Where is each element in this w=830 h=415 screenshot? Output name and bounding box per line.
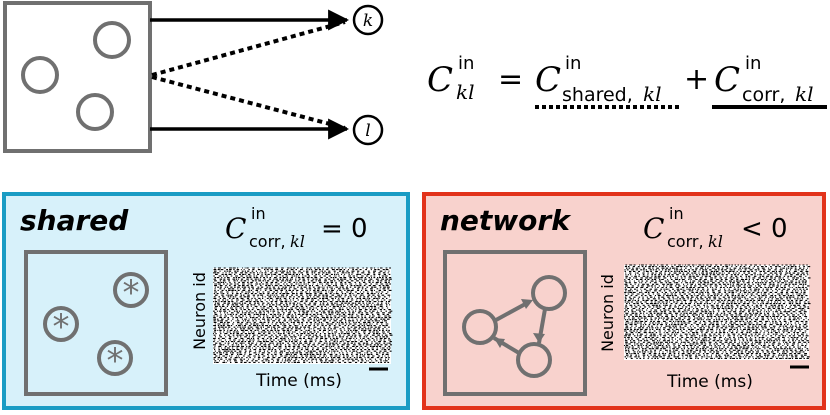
source-neuron: [21, 56, 59, 94]
network-eq-sub-kl: kl: [708, 232, 723, 251]
equals-sign: =: [498, 62, 523, 97]
lhs-sub: kl: [456, 80, 475, 104]
shared-input-neuron: *: [113, 272, 149, 313]
shared-term-sup: in: [565, 53, 581, 74]
shared-raster-ylabel: Neuron id: [190, 272, 209, 350]
shared-term-sub: shared,: [562, 84, 633, 106]
dotted-link-to-k: [151, 20, 346, 77]
shared-input-neuron: *: [97, 340, 133, 381]
shared-raster-xlabel: Time (ms): [255, 371, 342, 391]
target-neuron-l: l: [352, 114, 384, 146]
target-l-label: l: [365, 121, 370, 141]
network-arrowhead: [521, 299, 533, 309]
target-k-label: k: [363, 11, 373, 31]
shared-input-box: * * *: [24, 250, 168, 396]
network-eq-sup: in: [669, 204, 684, 223]
asterisk-icon: *: [107, 341, 124, 381]
input-source-box: [3, 1, 152, 153]
lhs-C: C: [427, 60, 453, 100]
source-neuron: [93, 21, 131, 59]
network-neuron: [516, 342, 552, 378]
network-panel: network C in corr, kl < 0 Neuron id Time…: [422, 192, 826, 410]
shared-eq-sub-kl: kl: [290, 232, 305, 251]
corr-term-sup: in: [745, 53, 761, 74]
network-raster-ylabel: Neuron id: [598, 274, 617, 352]
raster-spikes: [213, 267, 393, 363]
network-eq-C: C: [643, 212, 664, 245]
source-neuron: [76, 93, 114, 131]
network-edge: [495, 300, 530, 322]
corr-term-sub: corr,: [742, 84, 785, 106]
shared-eq-C: C: [225, 212, 246, 245]
asterisk-icon: *: [123, 273, 140, 313]
network-eq-sub: corr,: [667, 232, 704, 251]
raster-spikes: [624, 264, 811, 359]
asterisk-icon: *: [53, 307, 70, 347]
shared-panel: shared C in corr, kl = 0 * * * Neuron id…: [2, 192, 410, 410]
network-raster-xlabel: Time (ms): [666, 372, 753, 392]
shared-eq-sup: in: [251, 204, 266, 223]
network-neuron: [462, 309, 498, 345]
network-raster-plot: [624, 264, 811, 360]
lhs-sup: in: [458, 53, 474, 74]
shared-term-sub-kl: kl: [643, 82, 662, 106]
decomposition-equation: C in kl = C in shared, kl + C in corr, k…: [427, 53, 827, 109]
shared-term-C: C: [535, 60, 561, 100]
target-neuron-k: k: [352, 4, 384, 36]
dotted-link-to-l: [151, 75, 346, 130]
shared-eq-relation: = 0: [321, 214, 368, 244]
shared-eq-sub: corr,: [249, 232, 286, 251]
plus-sign: +: [684, 62, 709, 97]
shared-panel-title: shared: [20, 204, 129, 237]
shared-input-neuron: *: [43, 306, 79, 347]
network-eq-relation: < 0: [741, 214, 788, 244]
network-input-box: [443, 250, 587, 396]
network-arrowhead: [494, 338, 505, 348]
corr-term-sub-kl: kl: [795, 82, 814, 106]
corr-term-C: C: [714, 60, 740, 100]
network-neuron: [531, 275, 567, 311]
shared-raster-plot: [213, 267, 393, 364]
network-panel-title: network: [440, 204, 572, 237]
network-arrowhead: [533, 333, 545, 343]
